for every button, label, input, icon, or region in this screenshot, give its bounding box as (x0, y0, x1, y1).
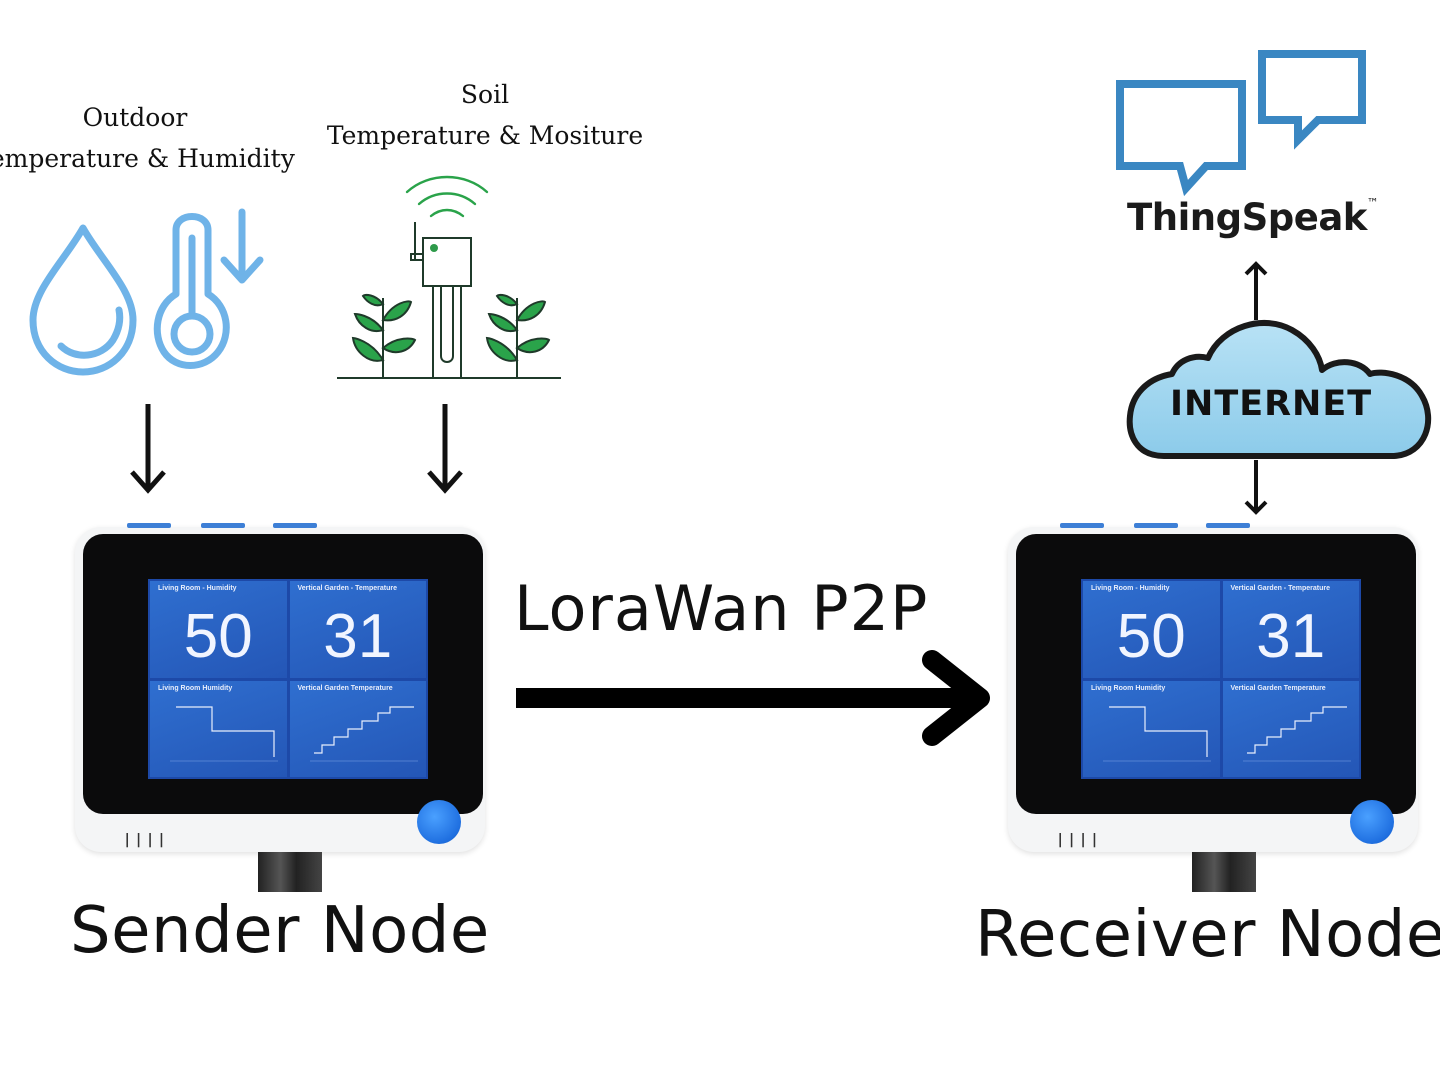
tile-title: Vertical Garden Temperature (1230, 684, 1326, 692)
sensor-arrow-1 (130, 404, 166, 494)
thingspeak-logo: ThingSpeak™ (1127, 196, 1379, 239)
speech-bubbles-icon (1116, 50, 1366, 197)
outdoor-label-line2: Temperature & Humidity (0, 144, 295, 173)
temperature-chart-tile: Vertical Garden Temperature (1222, 680, 1359, 777)
temperature-value: 31 (1256, 602, 1326, 671)
soil-label-line2: Temperature & Mositure (326, 121, 644, 150)
soil-label-line1: Soil (460, 80, 510, 109)
plant-icon (351, 294, 551, 378)
tile-title: Living Room - Humidity (158, 585, 237, 592)
temperature-tile: Vertical Garden - Temperature 31 (1222, 581, 1359, 678)
device-knob (1350, 800, 1394, 844)
device-top-button (1134, 523, 1178, 528)
humidity-chart-tile: Living Room Humidity (1083, 680, 1220, 777)
device-top-button (1206, 523, 1250, 528)
speaker-grille: |||| (1056, 832, 1102, 848)
thingspeak-tm: ™ (1366, 196, 1379, 210)
lora-label: LoraWan P2P (514, 572, 929, 645)
tile-title: Living Room Humidity (158, 684, 233, 692)
thingspeak-text: ThingSpeak (1127, 196, 1367, 239)
sender-stand (258, 852, 322, 892)
device-screen: Living Room - Humidity 50 Vertical Garde… (1081, 579, 1361, 779)
humidity-chart-tile: Living Room Humidity (150, 680, 287, 777)
temperature-chart-tile: Vertical Garden Temperature (289, 680, 426, 777)
receiver-stand (1192, 852, 1256, 892)
humidity-sparkline (170, 705, 278, 761)
humidity-sparkline (1103, 705, 1211, 761)
cloud-up-arrow (1244, 261, 1268, 320)
outdoor-label-line1: Outdoor (82, 103, 188, 132)
soil-sensor-icon (337, 175, 561, 379)
lora-arrow (516, 650, 990, 746)
humidity-tile: Living Room - Humidity 50 (1083, 581, 1220, 678)
humidity-value: 50 (183, 602, 253, 671)
temperature-sparkline (309, 705, 418, 761)
device-top-button (201, 523, 245, 528)
humidity-tile: Living Room - Humidity 50 (150, 581, 287, 678)
humidity-value: 50 (1116, 602, 1186, 671)
temperature-sparkline (1242, 705, 1351, 761)
cloud-icon (1126, 319, 1432, 459)
tile-title: Living Room - Humidity (1091, 585, 1170, 592)
outdoor-label: Outdoor Temperature & Humidity (0, 97, 300, 179)
sensor-arrow-2 (427, 404, 463, 494)
tile-title: Vertical Garden - Temperature (1230, 585, 1330, 592)
sender-device: Living Room - Humidity 50 Vertical Garde… (75, 523, 485, 852)
temperature-tile: Vertical Garden - Temperature 31 (289, 581, 426, 678)
device-bezel: Living Room - Humidity 50 Vertical Garde… (1016, 534, 1416, 814)
sender-node-label: Sender Node (70, 894, 490, 968)
receiver-node-label: Receiver Node (975, 898, 1440, 972)
water-drop-icon (29, 224, 137, 376)
device-bezel: Living Room - Humidity 50 Vertical Garde… (83, 534, 483, 814)
thermometer-down-icon (153, 208, 264, 369)
temperature-value: 31 (323, 602, 393, 671)
receiver-device: Living Room - Humidity 50 Vertical Garde… (1008, 523, 1418, 852)
cloud-down-arrow (1244, 460, 1268, 515)
device-top-button (1060, 523, 1104, 528)
device-top-button (127, 523, 171, 528)
soil-label: Soil Temperature & Mositure (320, 74, 650, 156)
internet-label: INTERNET (1170, 384, 1373, 424)
wifi-signal-icon (405, 175, 489, 218)
device-top-button (273, 523, 317, 528)
speaker-grille: |||| (123, 832, 169, 848)
tile-title: Vertical Garden - Temperature (297, 585, 397, 592)
device-knob (417, 800, 461, 844)
tile-title: Living Room Humidity (1091, 684, 1166, 692)
tile-title: Vertical Garden Temperature (297, 684, 393, 692)
device-screen: Living Room - Humidity 50 Vertical Garde… (148, 579, 428, 779)
